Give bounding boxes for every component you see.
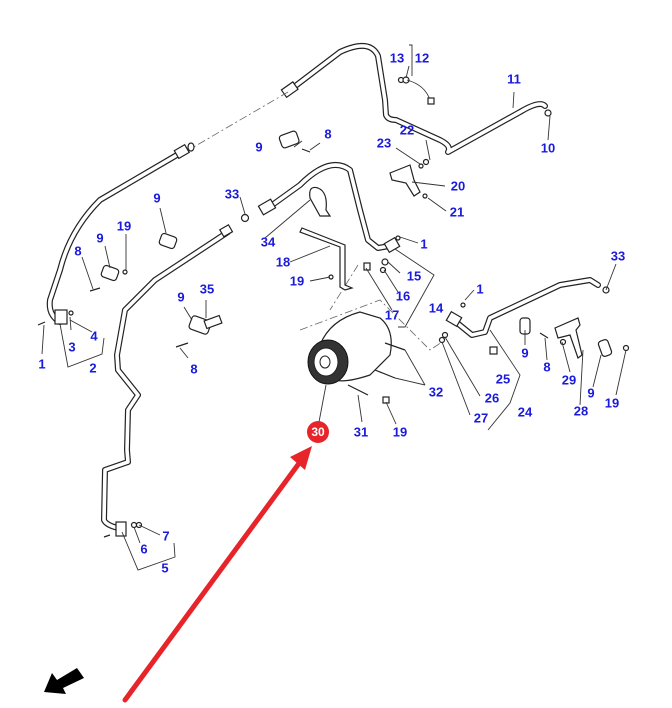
callout-13[interactable]: 13 (389, 50, 405, 66)
callout-19[interactable]: 19 (392, 424, 408, 440)
callout-9[interactable]: 9 (177, 289, 185, 305)
leader-lines (41, 44, 627, 571)
callout-10[interactable]: 10 (540, 140, 556, 156)
callout-33[interactable]: 33 (224, 186, 240, 202)
callout-8[interactable]: 8 (74, 243, 82, 259)
callout-2[interactable]: 2 (89, 360, 97, 376)
callout-17[interactable]: 17 (384, 307, 400, 323)
callout-25[interactable]: 25 (495, 371, 511, 387)
callout-3[interactable]: 3 (68, 339, 76, 355)
callout-28[interactable]: 28 (573, 403, 589, 419)
callout-16[interactable]: 16 (395, 288, 411, 304)
callout-11[interactable]: 11 (507, 71, 521, 87)
callout-32[interactable]: 32 (428, 384, 444, 400)
callout-15[interactable]: 15 (406, 268, 422, 284)
callout-33[interactable]: 33 (610, 248, 626, 264)
callout-4[interactable]: 4 (90, 328, 98, 344)
bracket-20 (389, 164, 421, 197)
callout-19[interactable]: 19 (289, 273, 305, 289)
callout-8[interactable]: 8 (543, 359, 551, 375)
callout-9[interactable]: 9 (153, 190, 161, 206)
callout-19[interactable]: 19 (604, 395, 620, 411)
callout-31[interactable]: 31 (353, 424, 369, 440)
callout-12[interactable]: 12 (414, 50, 430, 66)
callout-18[interactable]: 18 (275, 254, 291, 270)
callout-30-highlighted[interactable]: 30 (307, 421, 329, 443)
callout-24[interactable]: 24 (517, 404, 533, 420)
callout-1[interactable]: 1 (476, 281, 484, 297)
clamp-34 (309, 186, 332, 217)
bracket-18 (299, 227, 354, 291)
callout-14[interactable]: 14 (428, 300, 444, 316)
callout-5[interactable]: 5 (161, 560, 169, 576)
callout-1[interactable]: 1 (420, 236, 428, 252)
callout-7[interactable]: 7 (162, 528, 170, 544)
callout-9[interactable]: 9 (255, 139, 263, 155)
direction-arrow-icon (44, 668, 84, 694)
callout-20[interactable]: 20 (450, 178, 466, 194)
connection-line (329, 264, 359, 311)
callout-34[interactable]: 34 (260, 234, 276, 250)
highlight-arrow (122, 446, 312, 703)
pipe-assembly-2 (46, 142, 195, 325)
connection-line (191, 91, 289, 149)
callout-22[interactable]: 22 (399, 122, 415, 138)
callout-1[interactable]: 1 (38, 356, 46, 372)
pipe-assembly-24 (445, 277, 601, 338)
callout-27[interactable]: 27 (473, 410, 489, 426)
callout-9[interactable]: 9 (521, 345, 529, 361)
hose-assembly-14 (257, 162, 401, 254)
callout-8[interactable]: 8 (190, 361, 198, 377)
callout-19[interactable]: 19 (116, 218, 132, 234)
callout-26[interactable]: 26 (484, 390, 500, 406)
pipe-assembly-5 (101, 223, 234, 538)
bracket-28 (554, 317, 583, 359)
clamps (100, 130, 613, 357)
compressor-30 (307, 311, 406, 404)
callout-35[interactable]: 35 (199, 281, 215, 297)
connection-line (299, 299, 446, 351)
callout-8[interactable]: 8 (324, 126, 332, 142)
hose-assembly-11 (280, 43, 548, 155)
callout-9[interactable]: 9 (587, 385, 595, 401)
callout-9[interactable]: 9 (96, 230, 104, 246)
callout-29[interactable]: 29 (561, 372, 577, 388)
callout-21[interactable]: 21 (449, 204, 465, 220)
callout-23[interactable]: 23 (376, 135, 392, 151)
callout-6[interactable]: 6 (140, 541, 148, 557)
